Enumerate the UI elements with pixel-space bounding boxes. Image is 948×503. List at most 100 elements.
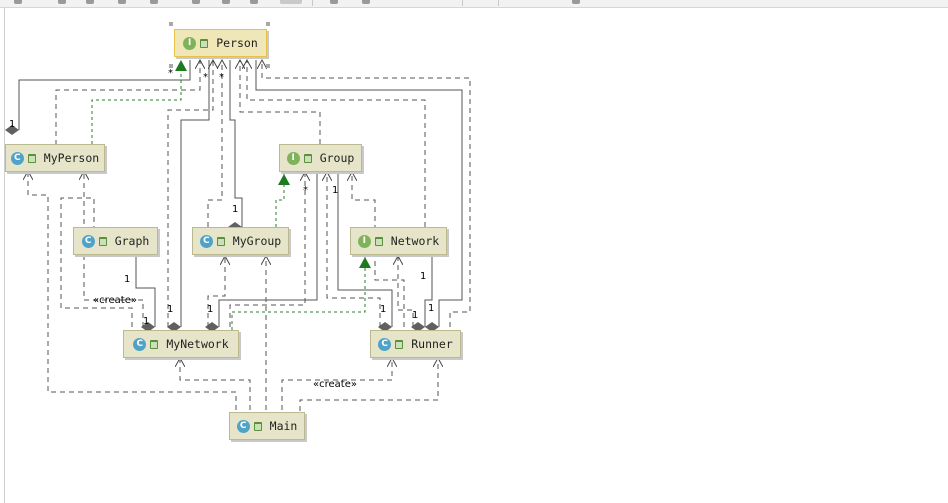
toolbar-button-icon[interactable] (118, 0, 126, 4)
dep-runner-network (398, 256, 414, 327)
toolbar-button-icon[interactable] (86, 0, 94, 4)
class-icon: C (81, 234, 95, 248)
toolbar-button-icon[interactable] (250, 0, 258, 4)
node-label: Graph (114, 234, 150, 248)
node-main[interactable]: C Main (229, 412, 305, 440)
node-label: Main (269, 419, 298, 433)
node-label: Network (390, 234, 440, 248)
realize-mygroup-group (275, 174, 290, 227)
class-icon: C (133, 337, 147, 351)
toolbar-button-icon[interactable] (222, 0, 230, 4)
node-label: MyPerson (43, 151, 100, 165)
node-person[interactable]: I Person (174, 29, 267, 57)
canvas-border (4, 8, 5, 503)
multiplicity-label: * (303, 185, 308, 196)
multiplicity-label: 1 (232, 204, 238, 215)
toolbar-separator (498, 0, 499, 6)
realize-myperson-person (91, 60, 187, 144)
realize-mynetwork-network (231, 257, 371, 330)
public-visibility-icon (150, 339, 159, 349)
toolbar-separator (312, 0, 313, 6)
assoc-runner-person (255, 60, 463, 332)
dep-runner-person (262, 60, 471, 327)
dep-mynetwork-myperson (84, 171, 144, 327)
assoc-mynetwork-person-1 (167, 60, 210, 332)
class-icon: C (199, 234, 213, 248)
dep-main-myperson (28, 171, 237, 410)
interface-icon: I (357, 234, 371, 248)
toolbar-button-icon[interactable] (192, 0, 200, 4)
dep-group-person (240, 60, 321, 144)
multiplicity-label: 1 (380, 304, 386, 315)
node-network[interactable]: I Network (350, 227, 447, 255)
node-group[interactable]: I Group (279, 144, 362, 172)
node-runner[interactable]: C Runner (370, 330, 461, 358)
toolbar-button-icon[interactable] (362, 0, 370, 4)
toolbar-button-icon[interactable] (150, 0, 158, 4)
selection-handle[interactable] (169, 64, 173, 68)
dep-network-person (247, 60, 426, 227)
dep-main-mynetwork (180, 358, 251, 410)
class-icon: C (10, 151, 24, 165)
dep-myperson-person (55, 60, 200, 145)
node-label: Group (319, 151, 355, 165)
multiplicity-label: * (168, 68, 173, 79)
dep-mynetwork-mygroup (207, 256, 225, 327)
stereotype-label: «create» (313, 379, 357, 390)
dep-runner-group-2 (352, 172, 405, 327)
dep-runner-group (327, 172, 381, 327)
multiplicity-label: 1 (143, 316, 149, 327)
toolbar-toggle-icon[interactable] (280, 0, 302, 4)
multiplicity-label: 1 (332, 185, 338, 196)
dep-main-runner (299, 358, 438, 420)
selection-handle[interactable] (169, 22, 173, 26)
assoc-runner-network (411, 256, 433, 332)
multiplicity-label: * (219, 72, 224, 83)
node-mynetwork[interactable]: C MyNetwork (123, 330, 239, 358)
multiplicity-label: * (203, 72, 208, 83)
interface-icon: I (183, 36, 197, 50)
public-visibility-icon (27, 153, 36, 163)
node-label: MyGroup (232, 234, 282, 248)
dep-mygroup-person (207, 60, 222, 227)
toolbar-button-icon[interactable] (572, 0, 580, 4)
public-visibility-icon (374, 236, 383, 246)
public-visibility-icon (200, 38, 209, 48)
assoc-myperson-person (5, 60, 191, 135)
multiplicity-label: 1 (167, 304, 173, 315)
dep-main-runner-create (281, 358, 392, 410)
toolbar-button-icon[interactable] (14, 0, 22, 4)
dep-mynetwork-graph-create (60, 197, 133, 327)
node-label: Runner (411, 337, 453, 351)
node-label: MyNetwork (166, 337, 229, 351)
assoc-mygroup-person (228, 60, 243, 232)
multiplicity-label: 1 (124, 274, 130, 285)
multiplicity-label: 1 (412, 310, 418, 321)
multiplicity-label: 1 (9, 119, 15, 130)
public-visibility-icon (253, 421, 262, 431)
toolbar-separator (462, 0, 463, 6)
node-mygroup[interactable]: C MyGroup (192, 227, 289, 255)
node-label: Person (216, 36, 258, 50)
selection-handle[interactable] (266, 64, 270, 68)
node-myperson[interactable]: C MyPerson (5, 144, 105, 172)
assoc-runner-group (337, 172, 393, 332)
public-visibility-icon (395, 339, 404, 349)
dep-mynetwork-person (167, 60, 213, 327)
multiplicity-label: 1 (420, 271, 426, 282)
stereotype-label: «create» (93, 295, 137, 306)
toolbar-button-icon[interactable] (58, 0, 66, 4)
assoc-mynetwork-group (205, 172, 318, 332)
toolbar-button-icon[interactable] (330, 0, 338, 4)
multiplicity-label: 1 (428, 303, 434, 314)
node-graph[interactable]: C Graph (73, 227, 158, 255)
selection-handle[interactable] (266, 22, 270, 26)
dep-mynetwork-group (229, 172, 305, 327)
class-icon: C (236, 419, 250, 433)
multiplicity-label: 1 (207, 304, 213, 315)
class-icon: C (378, 337, 392, 351)
toolbar (0, 0, 948, 8)
assoc-mynetwork-graph (135, 256, 156, 332)
interface-icon: I (286, 151, 300, 165)
